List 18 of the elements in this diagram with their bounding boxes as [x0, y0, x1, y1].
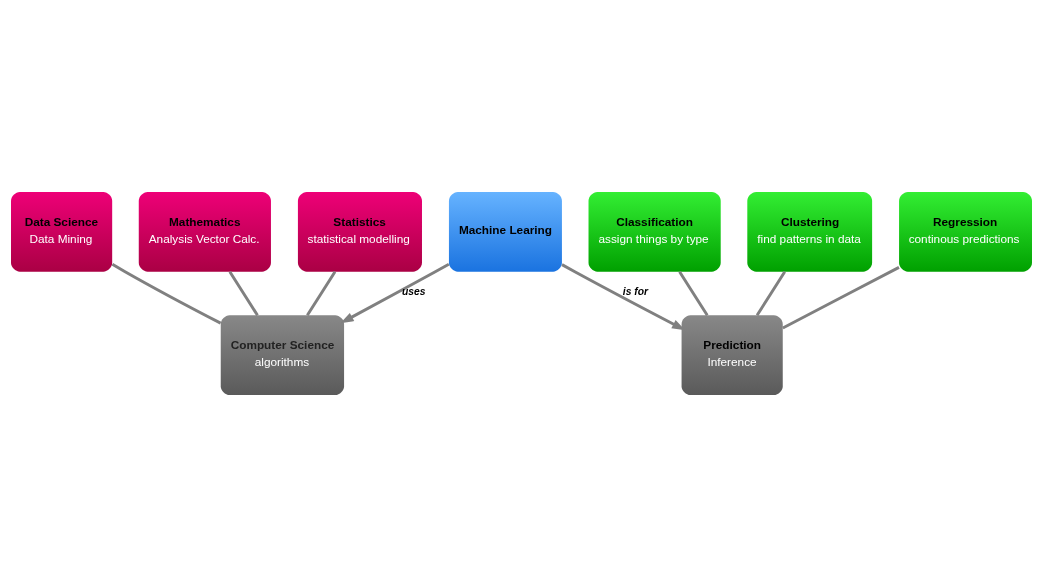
node-box: Regression continous predictions [899, 191, 1032, 272]
connector [228, 271, 259, 317]
node-box: Machine Learing [448, 191, 562, 272]
node-box: Mathematics Analysis Vector Calc. [138, 191, 271, 272]
edge-label: uses [402, 286, 426, 298]
connector [678, 271, 709, 317]
node-box: Data Science Data Mining [11, 191, 113, 272]
edge-label: is for [622, 286, 649, 298]
connector [782, 266, 900, 330]
connector [755, 271, 786, 317]
connector [306, 271, 337, 317]
node-box: Clustering find patterns in data [747, 191, 873, 272]
node-box: Statistics statistical modelling [297, 191, 422, 272]
node-box: Computer Science algorithms [220, 315, 345, 396]
node-box: Classification assign things by type [588, 191, 721, 272]
connector [111, 263, 222, 325]
node-box: Prediction Inference [681, 315, 783, 396]
arrow [340, 262, 450, 324]
